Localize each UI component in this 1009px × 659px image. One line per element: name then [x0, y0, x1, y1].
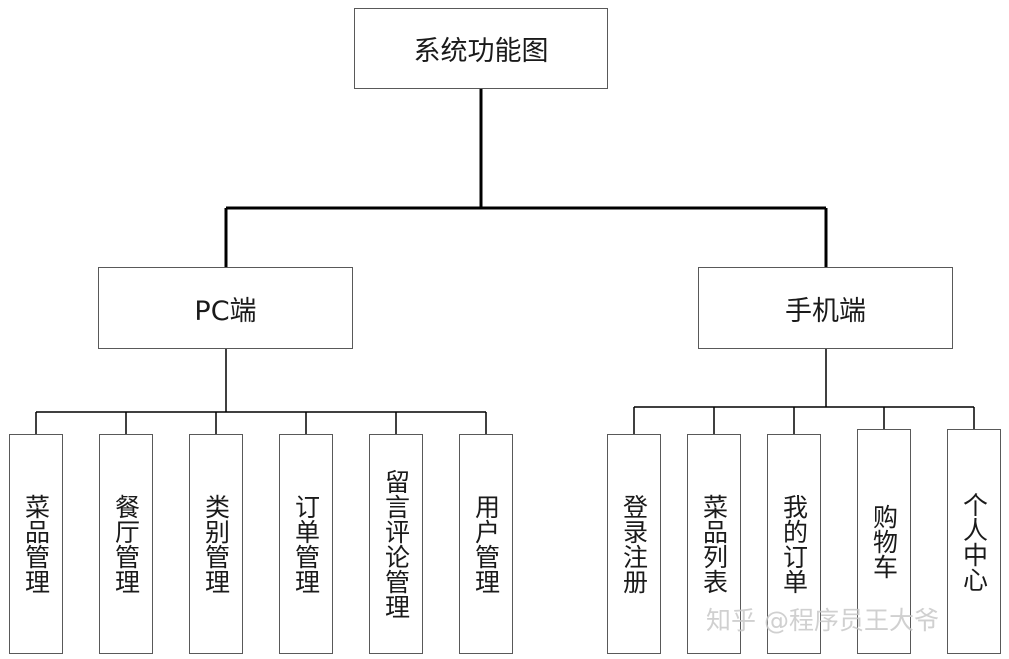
pc-item-user-management: 用户管理: [459, 434, 513, 654]
mobile-item-cart: 购物车: [857, 429, 911, 654]
pc-item-comment-management: 留言评论管理: [369, 434, 423, 654]
pc-item-order-management: 订单管理: [279, 434, 333, 654]
pc-item-restaurant-management: 餐厅管理: [99, 434, 153, 654]
mobile-item-dish-list: 菜品列表: [687, 434, 741, 654]
mobile-item-login-register: 登录注册: [607, 434, 661, 654]
mobile-node: 手机端: [698, 267, 953, 349]
root-label: 系统功能图: [413, 36, 549, 67]
pc-item-dish-management: 菜品管理: [9, 434, 63, 654]
pc-item-category-management: 类别管理: [189, 434, 243, 654]
mobile-label: 手机端: [785, 295, 866, 327]
root-node: 系统功能图: [354, 8, 608, 89]
mobile-item-my-orders: 我的订单: [767, 434, 821, 654]
watermark-text: 知乎 @程序员王大爷: [706, 606, 939, 635]
mobile-item-personal-center: 个人中心: [947, 429, 1001, 654]
pc-node: PC端: [98, 267, 353, 349]
pc-label: PC端: [194, 295, 257, 327]
